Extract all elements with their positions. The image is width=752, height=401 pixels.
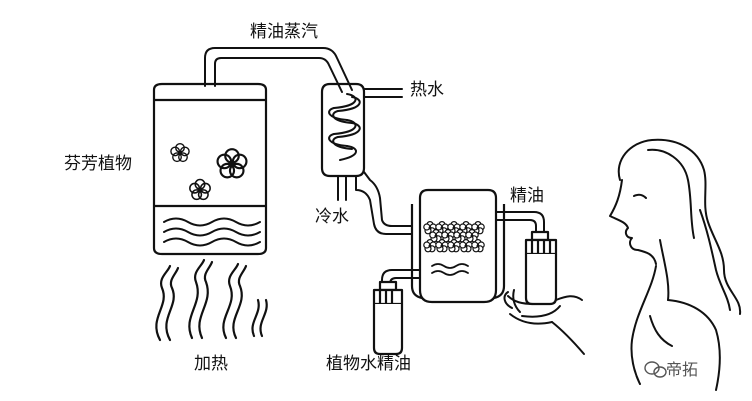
oil-layer-flowers	[423, 221, 485, 253]
wechat-icon	[644, 361, 667, 378]
woman-figure	[609, 138, 742, 391]
boiler-vessel	[152, 82, 268, 256]
separator-water-waves	[431, 263, 469, 276]
hot-water-outlet	[363, 88, 403, 98]
oil-outlet-pipe	[495, 211, 545, 233]
watermark-text: 帝拓	[666, 360, 699, 379]
condenser-coil	[328, 93, 361, 161]
hydrosol-bottle	[372, 280, 404, 356]
vapor-pipe	[204, 47, 353, 93]
hand	[503, 289, 585, 355]
label-cold-water: 冷水	[315, 207, 349, 227]
essential-oil-bottle	[524, 230, 558, 306]
label-aromatic-plants: 芬芳植物	[64, 154, 132, 174]
label-heating: 加热	[194, 354, 228, 374]
label-hydrosol: 植物水精油	[326, 354, 411, 374]
separator-vessel	[410, 188, 506, 304]
label-essential-oil-vapor: 精油蒸汽	[250, 22, 318, 42]
label-essential-oil: 精油	[510, 186, 544, 206]
distillate-pipe	[355, 171, 413, 235]
label-hot-water: 热水	[410, 80, 444, 100]
fire-flames-icon	[155, 258, 268, 342]
cold-water-inlet	[337, 175, 347, 201]
condenser	[320, 82, 366, 178]
boiler-water-waves	[163, 217, 261, 247]
plant-flowers	[170, 142, 248, 201]
